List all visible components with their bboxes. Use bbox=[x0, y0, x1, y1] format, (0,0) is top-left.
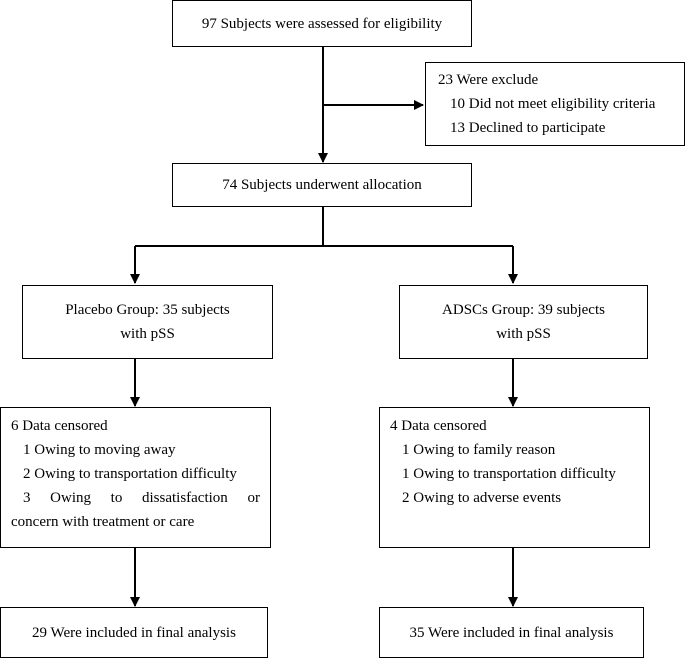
allocation-text: 74 Subjects underwent allocation bbox=[222, 177, 422, 193]
adscs-final-box: 35 Were included in final analysis bbox=[379, 607, 644, 658]
excluded-item: 10 Did not meet eligibility criteria bbox=[450, 96, 656, 112]
placebo-censored-title: 6 Data censored bbox=[11, 418, 108, 434]
item3-word: or bbox=[247, 490, 260, 506]
excluded-item: 13 Declined to participate bbox=[450, 120, 606, 136]
adscs-group-line1: ADSCs Group: 39 subjects bbox=[442, 302, 605, 318]
item3-word: 3 bbox=[23, 490, 31, 506]
placebo-censored-item: 1 Owing to moving away bbox=[23, 442, 176, 458]
item3-word: Owing bbox=[50, 490, 91, 506]
placebo-censored-item-3: 3 Owing to dissatisfaction or bbox=[11, 486, 260, 510]
placebo-final-box: 29 Were included in final analysis bbox=[0, 607, 268, 658]
assessed-text: 97 Subjects were assessed for eligibilit… bbox=[201, 15, 443, 32]
adscs-censored-item: 1 Owing to transportation difficulty bbox=[402, 466, 616, 482]
allocation-box: 74 Subjects underwent allocation bbox=[172, 163, 472, 207]
adscs-group-line2: with pSS bbox=[496, 326, 551, 342]
adscs-censored-box: 4 Data censored 1 Owing to family reason… bbox=[379, 407, 650, 548]
excluded-box: 23 Were exclude 10 Did not meet eligibil… bbox=[425, 62, 685, 146]
placebo-final-text: 29 Were included in final analysis bbox=[32, 624, 236, 641]
placebo-group-line1: Placebo Group: 35 subjects bbox=[65, 302, 230, 318]
placebo-censored-item: 2 Owing to transportation difficulty bbox=[23, 466, 237, 482]
adscs-censored-item: 2 Owing to adverse events bbox=[402, 490, 562, 506]
placebo-group-box: Placebo Group: 35 subjects with pSS bbox=[22, 285, 273, 359]
excluded-title: 23 Were exclude bbox=[438, 72, 539, 88]
adscs-final-text: 35 Were included in final analysis bbox=[409, 624, 614, 641]
placebo-censored-box: 6 Data censored 1 Owing to moving away 2… bbox=[0, 407, 271, 548]
placebo-group-line2: with pSS bbox=[120, 326, 175, 342]
adscs-censored-title: 4 Data censored bbox=[390, 418, 487, 434]
assessed-box: 97 Subjects were assessed for eligibilit… bbox=[172, 0, 472, 47]
adscs-group-box: ADSCs Group: 39 subjects with pSS bbox=[399, 285, 648, 359]
item3-word: dissatisfaction bbox=[141, 490, 228, 506]
placebo-censored-item-3-cont: concern with treatment or care bbox=[11, 514, 195, 530]
item3-word: to bbox=[110, 490, 123, 506]
adscs-censored-item: 1 Owing to family reason bbox=[402, 442, 556, 458]
